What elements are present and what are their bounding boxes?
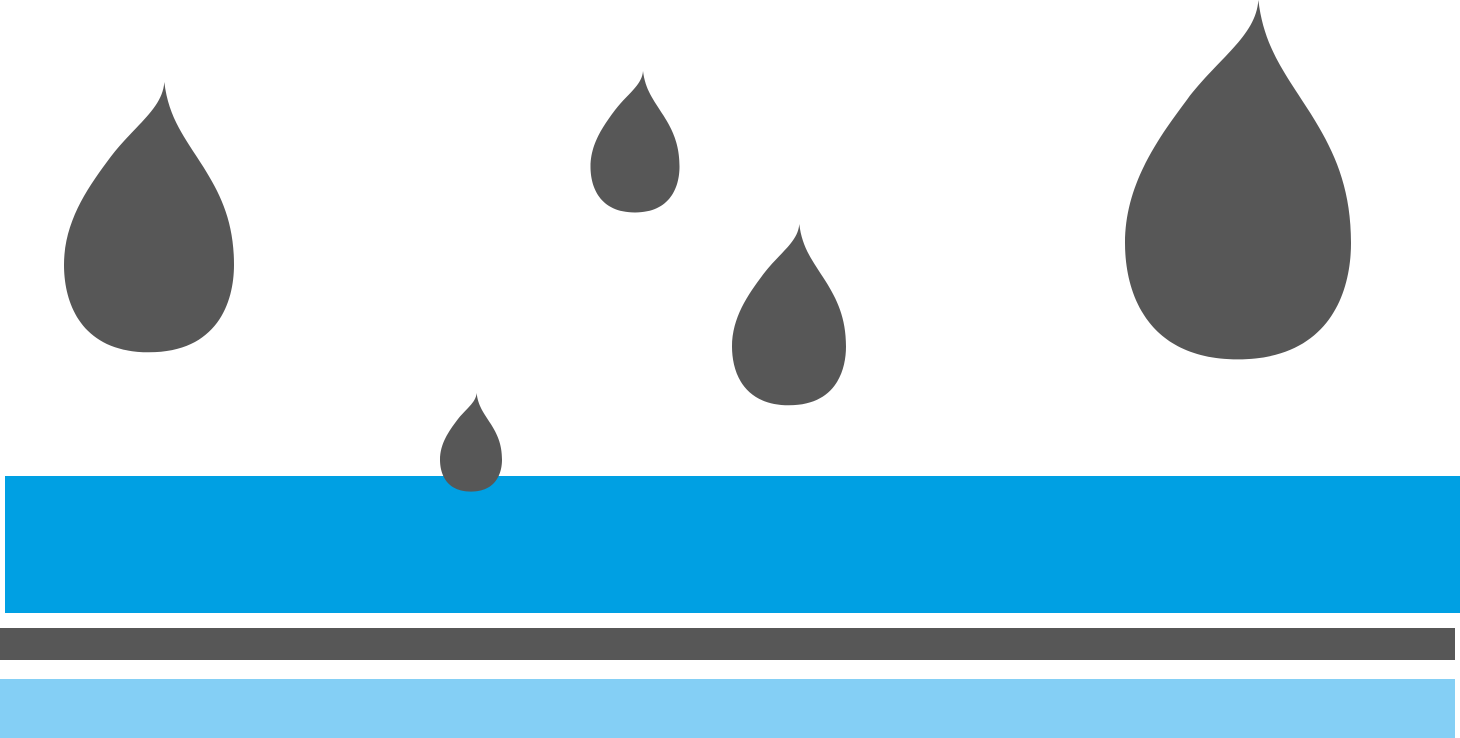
water-drop-icon: [590, 71, 680, 213]
membrane-layer: [0, 628, 1455, 660]
inner-lining-layer: [0, 679, 1455, 738]
outer-fabric-layer: [5, 476, 1460, 613]
water-drop-icon: [440, 393, 502, 492]
water-drop-icon: [1125, 0, 1351, 360]
water-drop-icon: [732, 224, 846, 406]
water-drop-icon: [63, 82, 234, 353]
